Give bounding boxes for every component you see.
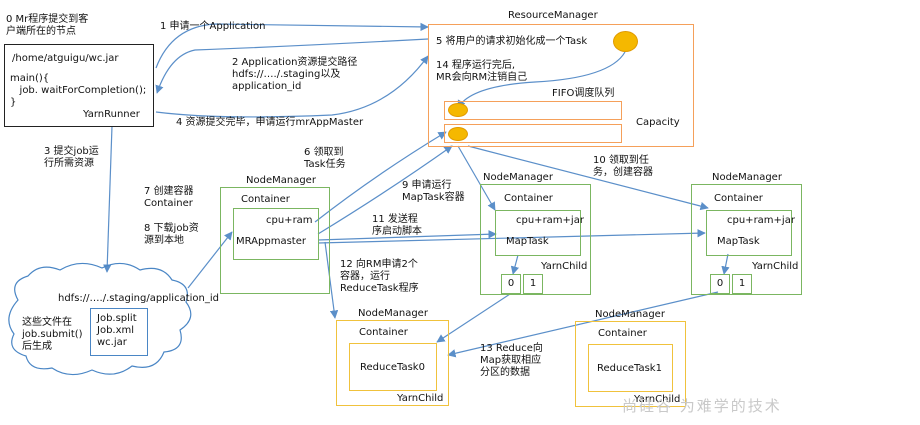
arrow-map2-output xyxy=(721,253,730,275)
arrow-map1-output xyxy=(510,254,519,275)
resource-label: cpu+ram xyxy=(266,215,313,226)
map1-partition-0: 0 xyxy=(501,274,521,294)
hdfs-path: hdfs://…./.staging/application_id xyxy=(58,293,219,304)
hdfs-cloud xyxy=(8,262,192,376)
job-files-list: Job.split Job.xml wc.jar xyxy=(97,313,137,348)
reducetask0-container: ReduceTask0 xyxy=(349,343,437,391)
container-label: Container xyxy=(241,194,290,205)
fifo-slot-2 xyxy=(444,124,622,143)
nodemanager-app-title: NodeManager xyxy=(246,175,316,186)
step8-label: 8 下载job资 源到本地 xyxy=(144,223,199,246)
resourcemanager-title: ResourceManager xyxy=(508,10,598,21)
arrow-step6 xyxy=(314,131,447,223)
yarnchild-label: YarnChild xyxy=(634,394,681,405)
maptask1-label: MapTask xyxy=(506,236,549,247)
arrow-step8 xyxy=(187,231,233,289)
nodemanager-reduce0-box: Container ReduceTask0 YarnChild xyxy=(336,320,449,406)
step7-label: 7 创建容器 Container xyxy=(144,186,194,209)
step13-label: 13 Reduce向 Map获取相应 分区的数据 xyxy=(480,343,543,378)
nodemanager-app-box: Container cpu+ram MRAppmaster xyxy=(220,187,330,294)
step9-label: 9 申请运行 MapTask容器 xyxy=(402,180,465,203)
nodemanager-map1-title: NodeManager xyxy=(483,172,553,183)
step4-label: 4 资源提交完毕，申请运行mrAppMaster xyxy=(176,117,364,128)
arrow-step9 xyxy=(317,145,453,235)
nodemanager-reduce1-box: Container ReduceTask1 YarnChild xyxy=(575,321,686,407)
step12-label: 12 向RM申请2个 容器，运行 ReduceTask程序 xyxy=(340,259,419,294)
step5-label: 5 将用户的请求初始化成一个Task xyxy=(436,36,588,47)
container-label: Container xyxy=(359,327,408,338)
yarnchild-label: YarnChild xyxy=(752,261,799,272)
resource-label: cpu+ram+jar xyxy=(727,215,795,226)
watermark: 尚硅谷 为难学的技术 xyxy=(622,397,782,415)
arrow-step2 xyxy=(155,38,429,94)
reducetask1-container: ReduceTask1 xyxy=(588,344,673,392)
job-files-box: Job.split Job.xml wc.jar xyxy=(90,308,148,356)
container-label: Container xyxy=(714,193,763,204)
nodemanager-reduce1-title: NodeManager xyxy=(595,309,665,320)
arrow-step11-map1 xyxy=(317,230,497,241)
capacity-label: Capacity xyxy=(636,117,680,128)
queue-task-dot-2 xyxy=(448,127,468,141)
step11-label: 11 发送程 序启动脚本 xyxy=(372,214,422,237)
client-box: /home/atguigu/wc.jar main(){ job. waitFo… xyxy=(4,44,154,127)
container-label: Container xyxy=(598,328,647,339)
maptask1-container: cpu+ram+jar MapTask xyxy=(495,210,584,256)
maptask2-container: cpu+ram+jar MapTask xyxy=(706,210,795,256)
step2-label: 2 Application资源提交路径 hdfs://…./.staging以及… xyxy=(232,57,358,92)
nodemanager-map2-title: NodeManager xyxy=(712,172,782,183)
arrow-step11-map2 xyxy=(317,229,706,244)
map2-partition-0: 0 xyxy=(710,274,730,294)
yarnchild-label: YarnChild xyxy=(541,261,588,272)
mrappmaster-label: MRAppmaster xyxy=(236,236,306,247)
nodemanager-map1-box: Container cpu+ram+jar MapTask YarnChild … xyxy=(480,184,591,295)
reducetask0-label: ReduceTask0 xyxy=(360,362,425,373)
yarn-runner-label: YarnRunner xyxy=(83,109,140,120)
arrow-step3 xyxy=(103,125,113,273)
reducetask1-label: ReduceTask1 xyxy=(597,363,662,374)
nodemanager-map2-box: Container cpu+ram+jar MapTask YarnChild … xyxy=(691,184,802,295)
client-code: main(){ job. waitForCompletion(); } xyxy=(10,73,147,108)
arrow-step10-map1 xyxy=(457,145,496,211)
maptask2-label: MapTask xyxy=(717,236,760,247)
step14-label: 14 程序运行完后, MR会向RM注销自己 xyxy=(436,60,528,83)
step3-label: 3 提交job运 行所需资源 xyxy=(44,146,99,169)
arrow-step13-map2 xyxy=(447,291,719,358)
fifo-queue-label: FIFO调度队列 xyxy=(552,88,615,99)
arrow-step10-map2 xyxy=(467,145,709,211)
step1-label: 1 申请一个Application xyxy=(160,21,266,32)
resourcemanager-box: 5 将用户的请求初始化成一个Task 14 程序运行完后, MR会向RM注销自己… xyxy=(428,24,694,147)
map2-partition-1: 1 xyxy=(732,274,752,294)
nodemanager-reduce0-title: NodeManager xyxy=(358,308,428,319)
step6-label: 6 领取到 Task任务 xyxy=(304,147,346,170)
arrow-step5-enqueue xyxy=(457,51,626,109)
task-dot xyxy=(613,31,638,52)
arrow-step13-map1 xyxy=(436,293,511,343)
hdfs-note: 这些文件在 job.submit() 后生成 xyxy=(22,317,83,352)
arrow-step12 xyxy=(324,241,339,319)
mrappmaster-container: cpu+ram MRAppmaster xyxy=(233,208,319,260)
queue-task-dot-1 xyxy=(448,103,468,117)
map1-partition-1: 1 xyxy=(523,274,543,294)
arrow-step4 xyxy=(155,55,429,118)
container-label: Container xyxy=(504,193,553,204)
resource-label: cpu+ram+jar xyxy=(516,215,584,226)
client-title: 0 Mr程序提交到客 户端所在的节点 xyxy=(6,14,89,37)
arrow-step1 xyxy=(155,22,429,69)
jar-path: /home/atguigu/wc.jar xyxy=(12,53,119,64)
fifo-slot-1 xyxy=(444,101,622,120)
step10-label: 10 领取到任 务，创建容器 xyxy=(593,155,653,178)
yarnchild-label: YarnChild xyxy=(397,393,444,404)
